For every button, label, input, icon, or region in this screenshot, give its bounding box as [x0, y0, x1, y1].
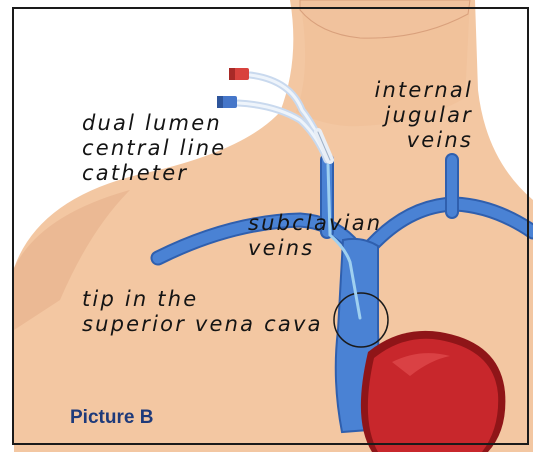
label-jugular-line-2: jugular	[365, 103, 473, 128]
figure-caption: Picture B	[70, 407, 153, 429]
label-tip-line-2: superior vena cava	[82, 312, 323, 337]
label-jugular: internal jugular veins	[365, 78, 473, 153]
label-tip-line-1: tip in the	[82, 287, 323, 312]
label-subclavian: subclavian veins	[248, 211, 382, 261]
label-catheter-line-1: dual lumen	[82, 111, 226, 136]
label-catheter: dual lumen central line catheter	[82, 111, 226, 186]
label-jugular-line-3: veins	[365, 128, 473, 153]
label-catheter-line-3: catheter	[82, 161, 226, 186]
label-subclavian-line-2: veins	[248, 236, 382, 261]
label-subclavian-line-1: subclavian	[248, 211, 382, 236]
label-tip: tip in the superior vena cava	[82, 287, 323, 337]
label-catheter-line-2: central line	[82, 136, 226, 161]
label-jugular-line-1: internal	[365, 78, 473, 103]
